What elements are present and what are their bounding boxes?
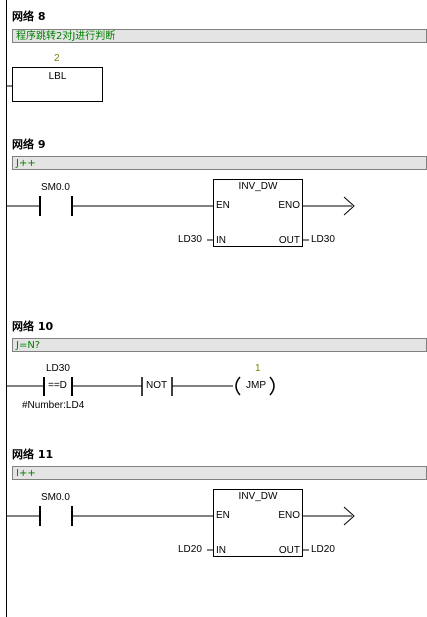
network-11-title: 网络 11 [12,448,54,461]
compare-operator[interactable]: ==D [48,380,67,391]
not-contact[interactable]: NOT [146,380,168,391]
network-8-comment[interactable]: 程序跳转2对J进行判断 [12,29,427,43]
en-pin: EN [216,510,230,521]
inv-dw-box-2[interactable]: INV_DW EN ENO IN OUT [213,489,303,557]
out-pin: OUT [278,235,300,246]
in-pin: IN [216,545,226,556]
jmp-number: 1 [255,363,261,374]
contact-sm0-label: SM0.0 [41,182,70,193]
contact-sm0[interactable] [38,504,74,528]
out-operand[interactable]: LD20 [311,544,335,555]
contact-sm0-label: SM0.0 [41,492,70,503]
network-9-title: 网络 9 [12,138,46,151]
jmp-coil[interactable]: JMP [246,380,266,391]
in-operand[interactable]: LD30 [178,234,202,245]
network-11-comment[interactable]: I++ [12,466,427,480]
out-operand[interactable]: LD30 [311,234,335,245]
lbl-box[interactable]: LBL [12,67,103,102]
compare-operand-2[interactable]: #Number:LD4 [22,400,85,411]
network-9-comment[interactable]: J++ [12,156,427,170]
eno-pin: ENO [278,200,300,211]
network-10-comment[interactable]: J=N? [12,338,427,352]
out-pin: OUT [278,545,300,556]
label-number: 2 [54,53,60,64]
inv-dw-box-1[interactable]: INV_DW EN ENO IN OUT [213,179,303,247]
eno-pin: ENO [278,510,300,521]
network-8-title: 网络 8 [12,10,46,23]
inv-dw-title: INV_DW [238,491,278,502]
compare-operand-1[interactable]: LD30 [46,363,70,374]
in-operand[interactable]: LD20 [178,544,202,555]
contact-sm0[interactable] [38,194,74,218]
network-10-title: 网络 10 [12,320,54,333]
inv-dw-title: INV_DW [238,181,278,192]
lbl-box-label: LBL [48,71,67,82]
en-pin: EN [216,200,230,211]
in-pin: IN [216,235,226,246]
